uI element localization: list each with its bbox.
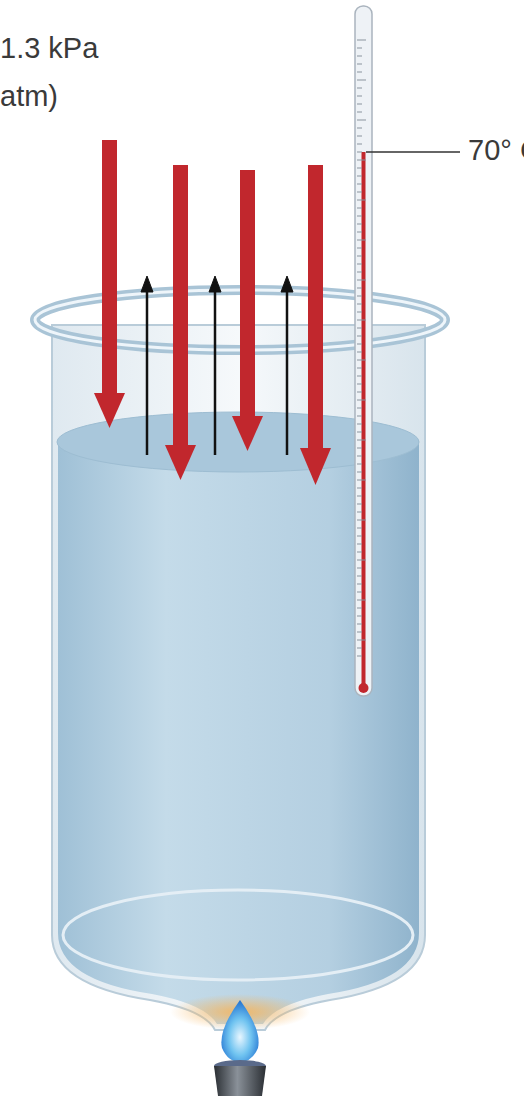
tick-mark <box>357 136 362 137</box>
tick-mark <box>357 72 362 73</box>
tick-mark <box>357 264 362 265</box>
tick-mark <box>357 360 366 361</box>
evaporation-arrows <box>141 276 293 455</box>
tick-mark <box>357 96 362 97</box>
temperature-reading: 70° C <box>468 134 524 167</box>
tick-mark <box>357 80 366 81</box>
tick-mark <box>357 224 362 225</box>
tick-mark <box>357 376 362 377</box>
tick-mark <box>357 472 362 473</box>
tick-mark <box>357 560 366 561</box>
tick-mark <box>357 648 362 649</box>
tick-mark <box>357 232 362 233</box>
tick-mark <box>357 616 362 617</box>
tick-mark <box>357 608 362 609</box>
tick-mark <box>357 392 362 393</box>
tick-mark <box>357 176 362 177</box>
tick-mark <box>357 56 362 57</box>
beaker-bottom <box>63 890 413 980</box>
pressure-unit: atm) <box>0 80 58 113</box>
tick-mark <box>357 424 362 425</box>
tick-mark <box>357 368 362 369</box>
pressure-arrows <box>94 140 331 485</box>
tick-mark <box>357 296 362 297</box>
tick-mark <box>357 624 362 625</box>
thermometer <box>355 6 372 696</box>
tick-mark <box>357 40 366 41</box>
tick-mark <box>357 520 366 521</box>
tick-mark <box>357 552 362 553</box>
tick-mark <box>357 240 366 241</box>
tick-mark <box>357 112 362 113</box>
tick-mark <box>357 344 362 345</box>
tick-mark <box>357 408 362 409</box>
tick-mark <box>357 144 362 145</box>
tick-mark <box>357 200 366 201</box>
tick-mark <box>357 456 362 457</box>
tick-mark <box>357 312 362 313</box>
tick-mark <box>357 488 362 489</box>
tick-mark <box>357 584 362 585</box>
tick-mark <box>357 480 366 481</box>
tick-mark <box>357 600 366 601</box>
tick-mark <box>357 656 362 657</box>
tick-mark <box>357 400 366 401</box>
tick-mark <box>357 48 362 49</box>
tick-mark <box>357 576 362 577</box>
burner-tube <box>214 1066 266 1096</box>
tick-mark <box>357 328 362 329</box>
tick-mark <box>357 304 362 305</box>
pressure-value: 1.3 kPa <box>0 32 98 65</box>
tick-mark <box>357 528 362 529</box>
tick-mark <box>357 512 362 513</box>
tick-mark <box>357 216 362 217</box>
tick-mark <box>357 464 362 465</box>
tick-mark <box>357 104 362 105</box>
tick-mark <box>357 184 362 185</box>
tick-mark <box>357 432 362 433</box>
tick-mark <box>357 160 366 161</box>
tick-mark <box>357 416 362 417</box>
tick-mark <box>357 384 362 385</box>
tick-mark <box>357 192 362 193</box>
tick-mark <box>357 568 362 569</box>
tick-mark <box>357 440 366 441</box>
tick-mark <box>357 280 366 281</box>
tick-mark <box>357 352 362 353</box>
tick-mark <box>357 320 366 321</box>
tick-mark <box>357 288 362 289</box>
tick-mark <box>357 504 362 505</box>
tick-mark <box>357 168 362 169</box>
tick-mark <box>357 496 362 497</box>
flame <box>221 1000 258 1062</box>
tick-mark <box>357 248 362 249</box>
tick-mark <box>357 120 366 121</box>
tick-mark <box>357 536 362 537</box>
tick-mark <box>357 448 362 449</box>
tick-mark <box>357 592 362 593</box>
tick-mark <box>357 88 362 89</box>
tick-mark <box>357 632 362 633</box>
tick-mark <box>357 64 362 65</box>
tick-mark <box>357 256 362 257</box>
tick-mark <box>357 336 362 337</box>
tick-mark <box>357 544 362 545</box>
leader-line <box>366 151 460 153</box>
tick-mark <box>357 152 362 153</box>
tick-mark <box>357 208 362 209</box>
tick-mark <box>357 128 362 129</box>
tick-mark <box>357 640 366 641</box>
tick-mark <box>357 272 362 273</box>
